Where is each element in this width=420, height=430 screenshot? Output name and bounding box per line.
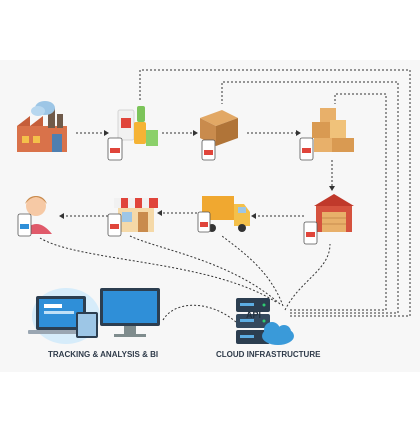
cloud-link-package xyxy=(221,81,399,314)
store-icon xyxy=(107,198,158,237)
cloud-link-store xyxy=(129,235,281,305)
package-box-icon xyxy=(200,110,238,161)
tracking-label: TRACKING & ANALYSIS & BI xyxy=(48,350,159,359)
products-icon xyxy=(107,106,158,161)
cloud-link-tracking xyxy=(162,304,237,323)
warehouse-icon xyxy=(303,194,354,245)
cloud-link-truck xyxy=(221,235,284,307)
cloud-link-products xyxy=(139,69,411,317)
server-cloud-icon xyxy=(236,298,294,345)
customer-icon xyxy=(17,196,52,237)
factory-icon xyxy=(17,101,67,152)
api-label: API xyxy=(246,310,262,320)
cloud-link-stock xyxy=(290,93,387,311)
cloud-link-customer xyxy=(39,237,277,303)
stacked-boxes-icon xyxy=(299,108,354,161)
flow-arrows xyxy=(39,69,411,323)
cloud-infrastructure-label: CLOUD INFRASTRUCTURE xyxy=(216,350,321,359)
delivery-truck-icon xyxy=(197,196,250,233)
arrow-heads xyxy=(59,130,335,219)
monitor-devices-icon xyxy=(28,288,160,344)
cloud-link-warehouse xyxy=(284,243,331,311)
